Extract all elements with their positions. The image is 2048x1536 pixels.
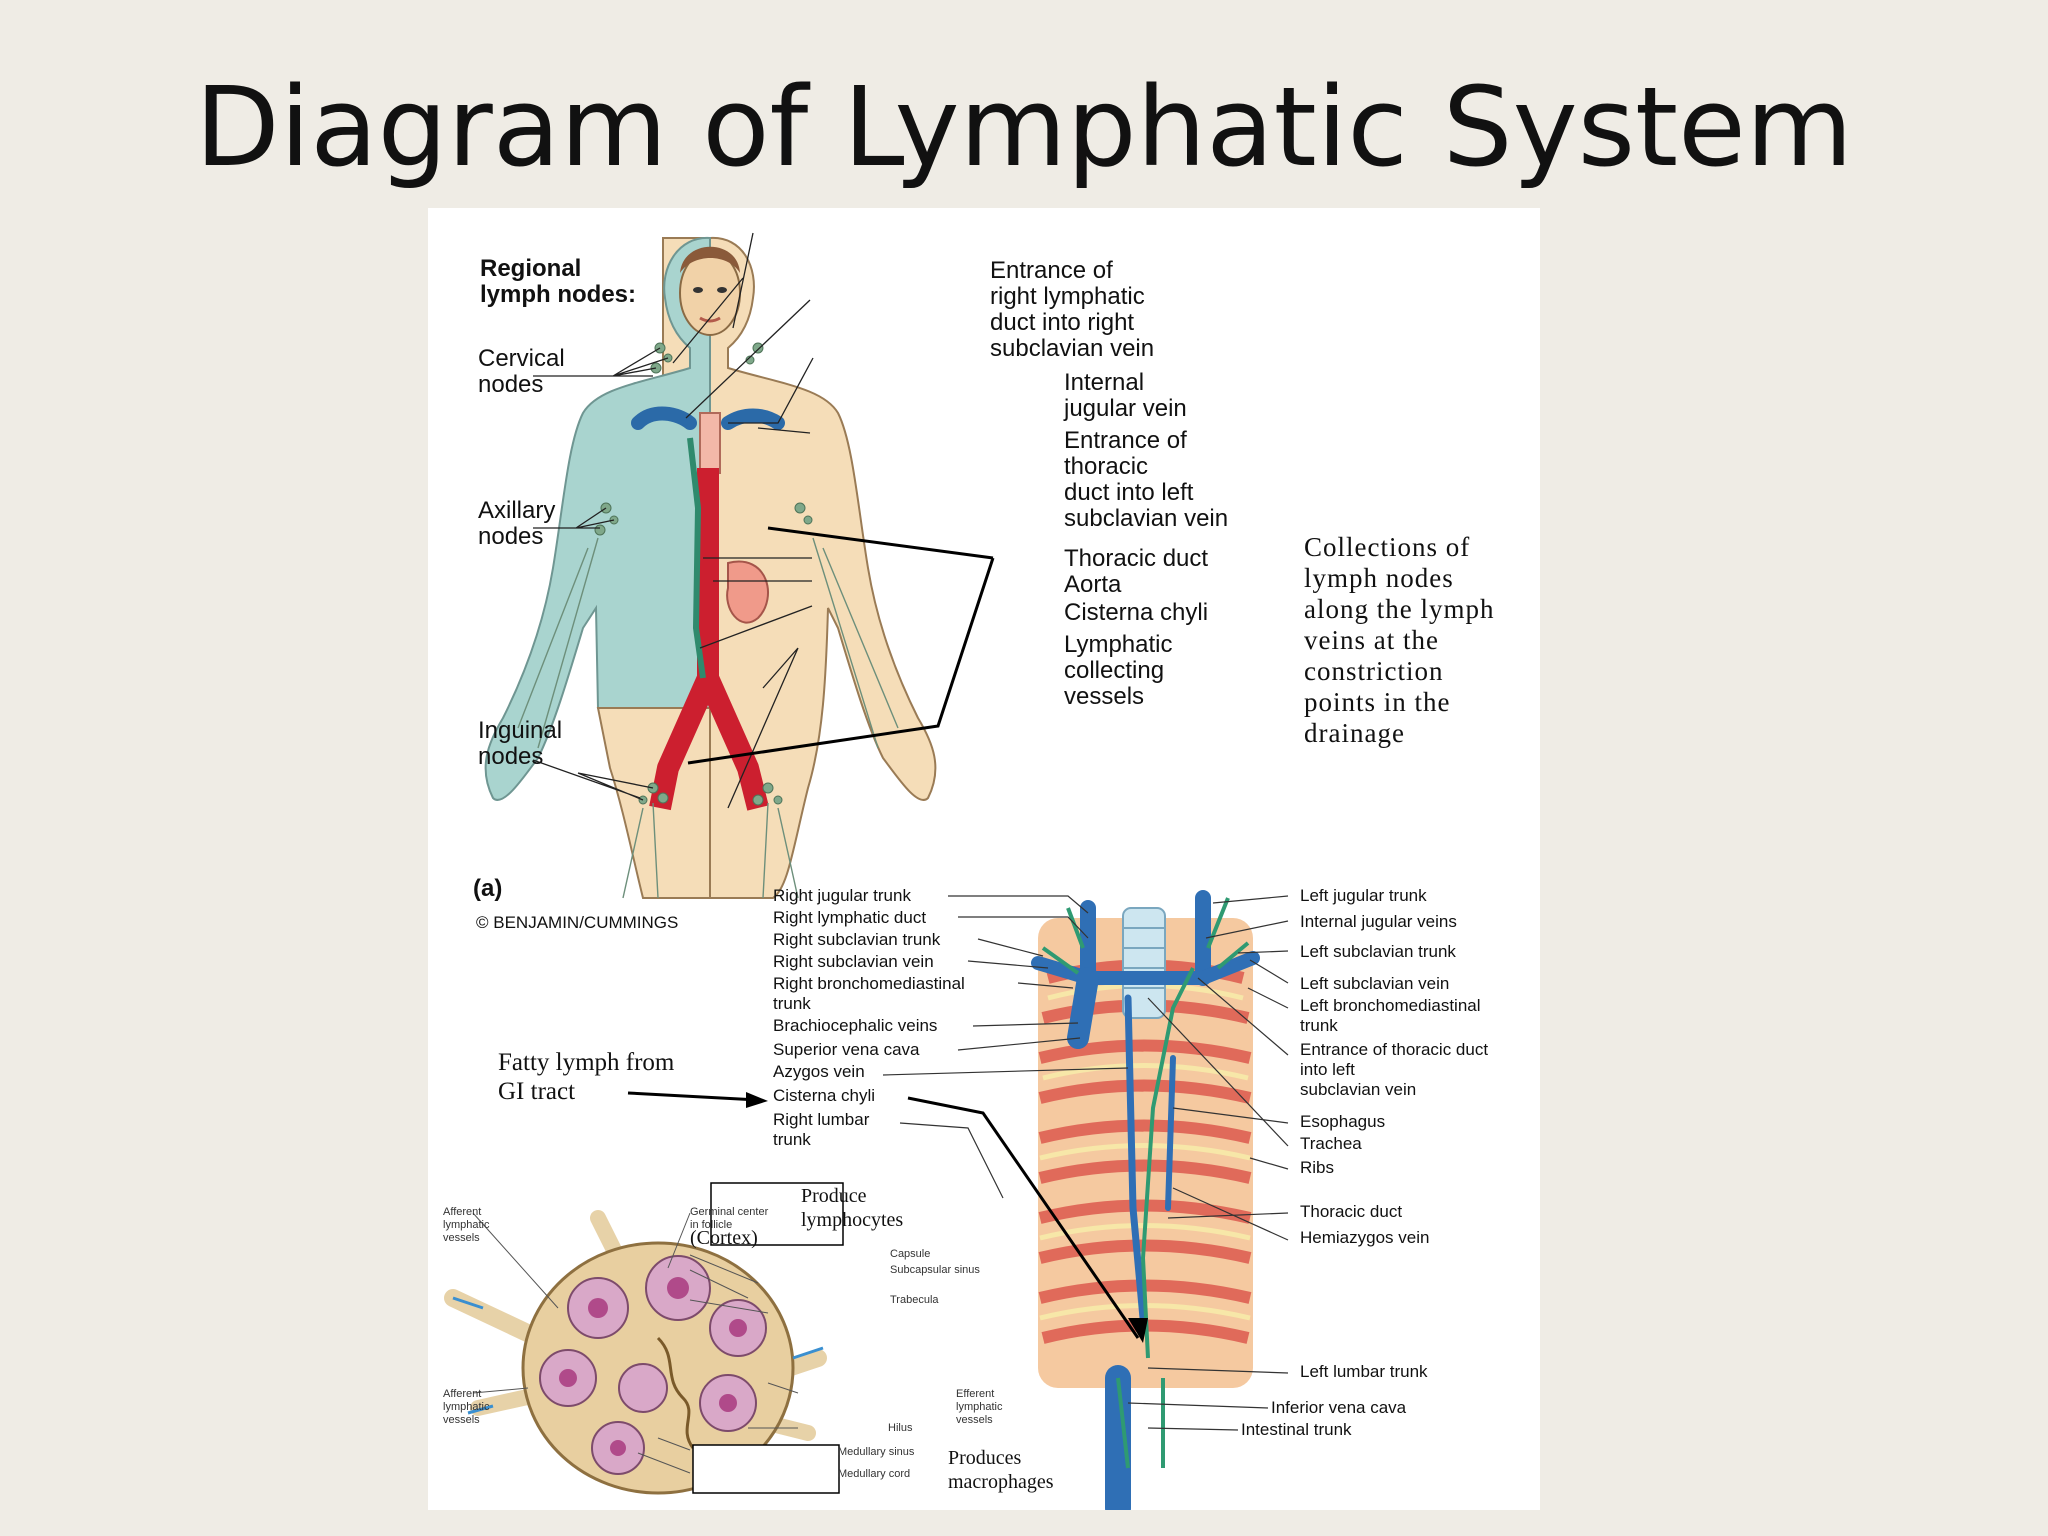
lymph-node-leader-lines	[472, 1212, 799, 1474]
figure-artwork	[444, 232, 1289, 1510]
lymphatic-figure: Regional lymph nodes: Cervical nodes Axi…	[428, 208, 1540, 1510]
thoracic-illustration	[1031, 890, 1260, 1510]
right-bronchomediastinal-trunk-label: Right bronchomediastinal trunk	[773, 974, 965, 1013]
left-subclavian-vein-label: Left subclavian vein	[1300, 974, 1450, 993]
cisterna-chyli-label: Cisterna chyli	[1064, 599, 1209, 626]
cisterna-chyli-b-label: Cisterna chyli	[773, 1086, 876, 1105]
esophagus-label: Esophagus	[1300, 1112, 1386, 1131]
internal-jugular-vein-label: Internal jugular vein	[1064, 369, 1187, 422]
right-lymphatic-duct-entrance-label: Entrance of right lymphatic duct into ri…	[990, 257, 1155, 362]
right-jugular-trunk-label: Right jugular trunk	[773, 886, 911, 905]
left-lumbar-trunk-label: Left lumbar trunk	[1300, 1362, 1428, 1381]
efferent-vessels-label: Efferent lymphatic vessels	[956, 1388, 1003, 1426]
thoracic-duct-entrance-label: Entrance of thoracic duct into left subc…	[1064, 427, 1229, 532]
produce-lymphocytes-text: Produce lymphocytes	[801, 1185, 904, 1231]
collections-annotation: Collections of lymph nodes along the lym…	[1304, 532, 1495, 748]
aorta-label: Aorta	[1064, 571, 1122, 598]
hilus-label: Hilus	[888, 1422, 913, 1434]
axillary-nodes-label: Axillary nodes	[478, 497, 556, 550]
hemiazygos-vein-label: Hemiazygos vein	[1300, 1228, 1430, 1247]
fatty-lymph-arrow	[627, 1091, 759, 1102]
produce-lymphocytes-box	[710, 1182, 844, 1246]
fatty-lymph-annotation: Fatty lymph from GI tract	[498, 1049, 675, 1105]
cervical-nodes-label: Cervical nodes	[478, 345, 565, 398]
trabecula-label: Trabecula	[890, 1294, 939, 1306]
brachiocephalic-veins-label: Brachiocephalic veins	[773, 1016, 938, 1035]
right-subclavian-trunk-label: Right subclavian trunk	[773, 930, 941, 949]
afferent-vessels-top-label: Afferent lymphatic vessels	[443, 1206, 490, 1244]
intestinal-trunk-label: Intestinal trunk	[1241, 1420, 1352, 1439]
credit-label: © BENJAMIN/CUMMINGS	[476, 913, 679, 932]
internal-jugular-veins-label: Internal jugular veins	[1300, 912, 1457, 931]
inguinal-nodes-label: Inguinal nodes	[478, 717, 563, 770]
panel-a-letter: (a)	[473, 875, 503, 902]
left-bronchomediastinal-trunk-label: Left bronchomediastinal trunk	[1300, 996, 1481, 1035]
right-subclavian-vein-label: Right subclavian vein	[773, 952, 934, 971]
afferent-vessels-bottom-label: Afferent lymphatic vessels	[443, 1388, 490, 1426]
superior-vena-cava-label: Superior vena cava	[773, 1040, 920, 1059]
cortex-label: (Cortex)	[690, 1227, 758, 1249]
medullary-sinus-label: Medullary sinus	[838, 1446, 915, 1458]
thoracic-duct-entrance-b-label: Entrance of thoracic duct into left subc…	[1300, 1040, 1489, 1099]
produces-macrophages-text: Produces macrophages	[948, 1447, 1054, 1493]
lymphatic-collecting-vessels-label: Lymphatic collecting vessels	[1064, 631, 1173, 710]
thoracic-duct-label: Thoracic duct	[1064, 545, 1209, 572]
panel-b-leader-lines	[882, 895, 1289, 1431]
left-jugular-trunk-label: Left jugular trunk	[1300, 886, 1427, 905]
subcapsular-sinus-label: Subcapsular sinus	[890, 1264, 980, 1276]
ribs-label: Ribs	[1300, 1158, 1335, 1177]
medullary-cord-label: Medullary cord	[838, 1468, 911, 1480]
cisterna-arrow	[907, 1096, 1140, 1339]
left-subclavian-trunk-label: Left subclavian trunk	[1300, 942, 1456, 961]
right-lymphatic-duct-label: Right lymphatic duct	[773, 908, 927, 927]
produces-macrophages-box	[692, 1444, 840, 1494]
body-illustration	[484, 236, 937, 899]
capsule-label: Capsule	[890, 1248, 931, 1260]
right-lumbar-trunk-label: Right lumbar trunk	[773, 1110, 870, 1149]
collections-bracket	[687, 526, 995, 765]
inferior-vena-cava-label: Inferior vena cava	[1271, 1398, 1407, 1417]
thoracic-duct-b-label: Thoracic duct	[1300, 1202, 1403, 1221]
azygos-vein-label: Azygos vein	[773, 1062, 865, 1081]
germinal-center-label: Germinal center in follicle	[690, 1206, 769, 1231]
slide-title: Diagram of Lymphatic System	[195, 63, 1853, 191]
trachea-label: Trachea	[1300, 1134, 1362, 1153]
panel-a-leader-lines	[532, 232, 814, 809]
regional-nodes-heading: Regional lymph nodes:	[480, 255, 637, 308]
